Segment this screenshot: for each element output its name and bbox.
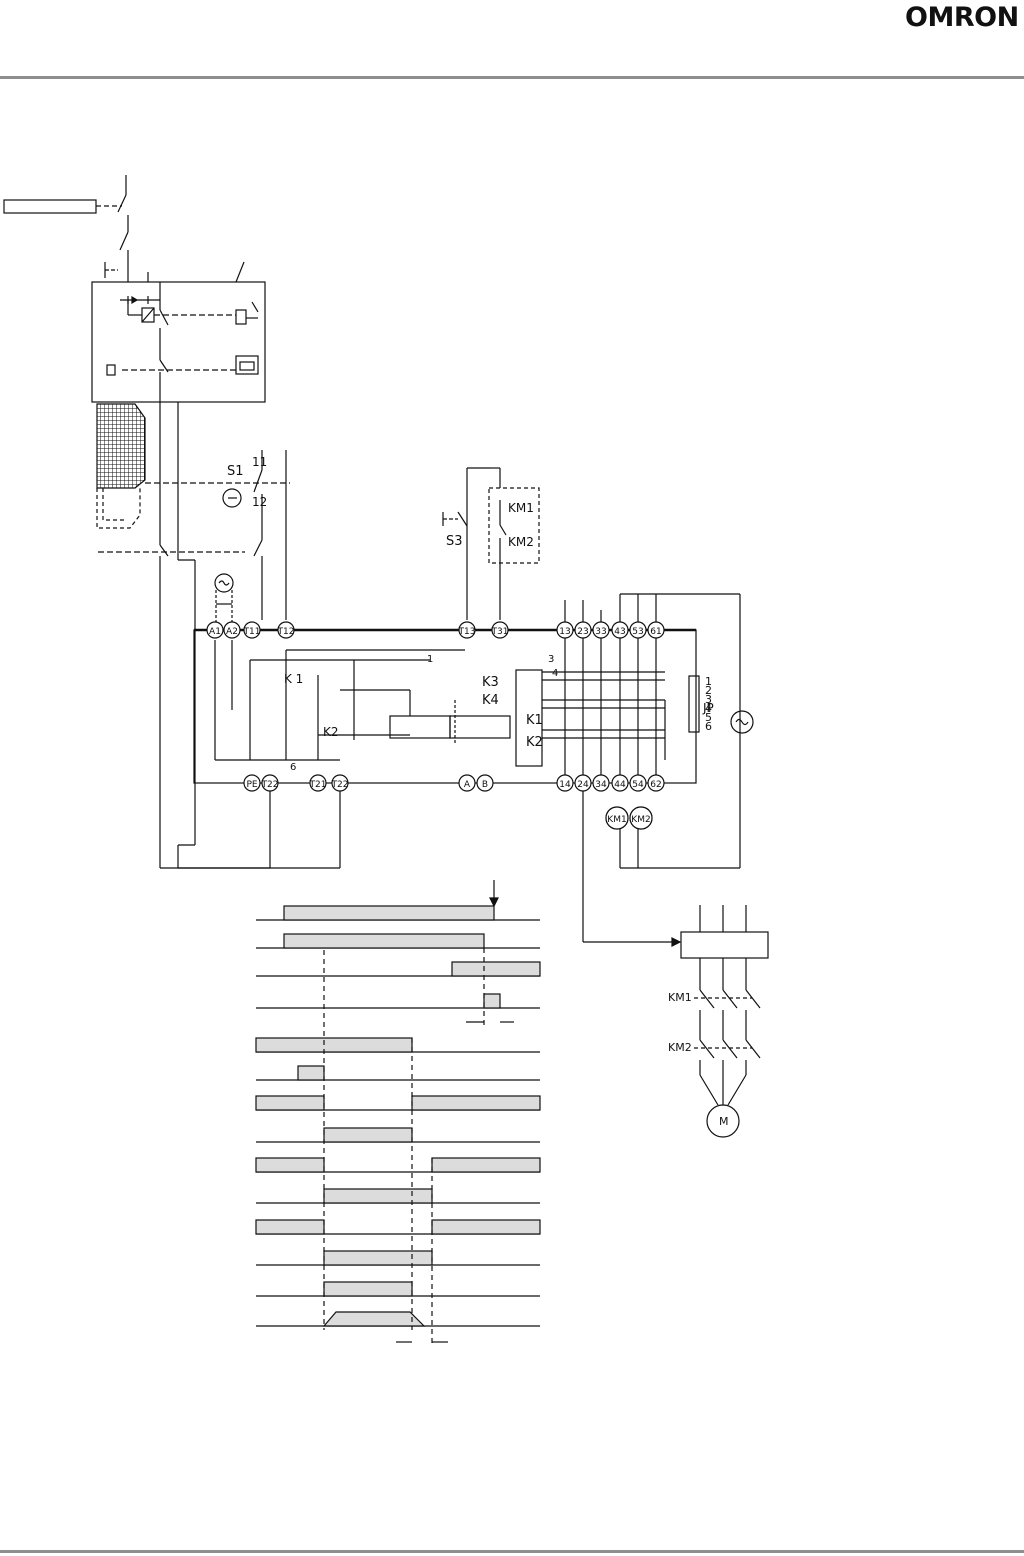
top-terminal-a1-ring xyxy=(206,621,224,639)
top-terminal-t11-ring xyxy=(243,621,261,639)
top-terminal-61-ring xyxy=(647,621,665,639)
top-terminal-t31-ring xyxy=(491,621,509,639)
motor-symbol xyxy=(706,1104,740,1138)
top-terminal-43: 43 xyxy=(614,627,625,637)
small-terminal-6: 6 xyxy=(290,762,296,773)
bottom-terminal-5: B xyxy=(482,780,488,790)
top-terminal-t12-ring xyxy=(277,621,295,639)
omron-logo: OMRON xyxy=(905,2,1019,33)
bottom-terminal-1-ring xyxy=(261,774,279,792)
bottom-terminal-0: PE xyxy=(246,780,257,790)
small-terminal-1: 1 xyxy=(427,654,433,665)
top-terminal-t11: T11 xyxy=(243,627,261,637)
bottom-terminal-6-ring xyxy=(556,774,574,792)
bottom-terminal-4-ring xyxy=(458,774,476,792)
contactor-k3-label: K3 xyxy=(482,675,499,690)
top-terminal-a1: A1 xyxy=(209,627,221,637)
s1-contact-bottom: 12 xyxy=(252,495,267,509)
small-terminal-3: 3 xyxy=(548,654,554,665)
feedback-km2-label: KM2 xyxy=(508,535,534,549)
motor-controller-box xyxy=(680,931,769,959)
jumper-pin-2: 2 xyxy=(705,684,712,697)
top-terminal-53: 53 xyxy=(632,627,643,637)
bottom-terminal-3: T22 xyxy=(331,780,349,790)
bottom-terminal-11: 62 xyxy=(650,780,661,790)
top-terminal-33-ring xyxy=(592,621,610,639)
interlock-switch-box xyxy=(91,281,266,403)
bottom-terminal-7: 24 xyxy=(577,780,589,790)
actuator-bar xyxy=(3,199,97,214)
bottom-terminal-8-ring xyxy=(592,774,610,792)
bottom-terminal-9-ring xyxy=(611,774,629,792)
bottom-terminal-5-ring xyxy=(476,774,494,792)
s1-contact-top: 11 xyxy=(252,455,267,469)
bottom-terminal-10-ring xyxy=(629,774,647,792)
relay-k2-label: K2 xyxy=(323,725,339,739)
top-terminal-t31: T31 xyxy=(491,627,509,637)
header-rule xyxy=(0,76,1024,79)
motor-contact-km2: KM2 xyxy=(668,1041,692,1054)
bottom-terminal-10: 54 xyxy=(632,780,644,790)
top-terminal-23-ring xyxy=(574,621,592,639)
contactor-k4-label: K4 xyxy=(482,693,499,708)
reset-switch-s3-label: S3 xyxy=(446,534,463,549)
top-terminal-53-ring xyxy=(629,621,647,639)
jumper-pin-5: 5 xyxy=(705,711,712,724)
motor-label: M xyxy=(719,1115,729,1128)
bottom-terminal-9: 44 xyxy=(614,780,626,790)
bottom-terminal-4: A xyxy=(464,780,471,790)
jumper-label: JP xyxy=(702,701,714,715)
relay-k1-label: K 1 xyxy=(284,672,303,686)
top-terminal-a2-ring xyxy=(223,621,241,639)
contactor-k1-label: K1 xyxy=(526,713,543,728)
coil-km1: KM1 xyxy=(607,815,626,825)
top-terminal-33: 33 xyxy=(595,627,606,637)
jumper-pin-4: 4 xyxy=(705,702,712,715)
jumper-pin-3: 3 xyxy=(705,693,712,706)
top-terminal-23: 23 xyxy=(577,627,588,637)
top-terminal-t13-ring xyxy=(458,621,476,639)
timing-chart xyxy=(255,880,541,1345)
bottom-terminal-2: T21 xyxy=(309,780,327,790)
bottom-terminal-7-ring xyxy=(574,774,592,792)
top-terminal-61: 61 xyxy=(650,627,661,637)
top-terminal-13-ring xyxy=(556,621,574,639)
jumper-pin-6: 6 xyxy=(705,720,712,733)
footer-rule xyxy=(0,1550,1024,1553)
contactor-k2-label: K2 xyxy=(526,735,543,750)
bottom-terminal-6: 14 xyxy=(559,780,571,790)
small-terminal-4: 4 xyxy=(552,668,558,679)
top-terminal-43-ring xyxy=(611,621,629,639)
switch-s1-label: S1 xyxy=(227,464,244,479)
bottom-terminal-3-ring xyxy=(331,774,349,792)
top-terminal-a2: A2 xyxy=(226,627,238,637)
bottom-terminal-2-ring xyxy=(309,774,327,792)
motor-contact-km1: KM1 xyxy=(668,991,692,1004)
coil-km1-ring xyxy=(605,806,629,830)
coil-km2: KM2 xyxy=(631,815,650,825)
bottom-terminal-0-ring xyxy=(243,774,261,792)
top-terminal-13: 13 xyxy=(559,627,570,637)
bottom-terminal-11-ring xyxy=(647,774,665,792)
top-terminal-t13: T13 xyxy=(458,627,476,637)
top-terminal-t12: T12 xyxy=(277,627,295,637)
feedback-km1-label: KM1 xyxy=(508,501,534,515)
bottom-terminal-8: 34 xyxy=(595,780,607,790)
bottom-terminal-1: T22 xyxy=(261,780,279,790)
coil-km2-ring xyxy=(629,806,653,830)
jumper-pin-1: 1 xyxy=(705,675,712,688)
